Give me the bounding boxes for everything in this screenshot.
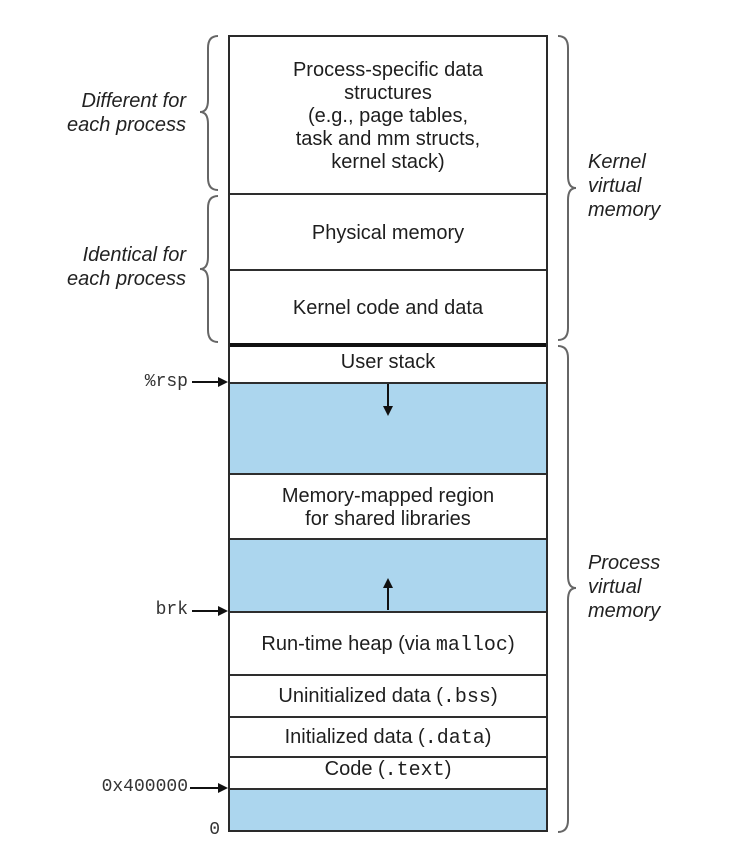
region-label-line: Process-specific data xyxy=(292,58,484,81)
region-label: Uninitialized data (.bss) xyxy=(278,685,498,709)
region-label: Initialized data (.data) xyxy=(284,726,492,750)
label-kernel-virtual-memory: Kernel virtual memory xyxy=(588,151,661,221)
pointer-label-0x400000: 0x400000 xyxy=(101,777,188,797)
region-text: Code (.text) xyxy=(230,756,546,790)
region-data: Initialized data (.data) xyxy=(230,716,546,758)
pointer-label-brk: brk xyxy=(155,600,188,620)
region-label: User stack xyxy=(340,351,436,373)
region-label-line: task and mm structs, xyxy=(295,127,481,150)
region-label-line: structures xyxy=(344,81,432,104)
region-bss: Uninitialized data (.bss) xyxy=(230,674,546,718)
region-process-specific: Process-specific data structures (e.g., … xyxy=(230,37,546,195)
label-different-for-each-process: Different for each process xyxy=(67,90,186,136)
region-label-line: Memory-mapped region xyxy=(281,484,495,507)
pointer-label-rsp: %rsp xyxy=(144,372,188,392)
region-physical-memory: Physical memory xyxy=(230,193,546,271)
region-label-line: (e.g., page tables, xyxy=(307,104,469,127)
region-label-line: for shared libraries xyxy=(305,507,471,530)
pointer-label-zero: 0 xyxy=(209,820,220,840)
region-mmap: Memory-mapped region for shared librarie… xyxy=(230,473,546,540)
region-label-line: kernel stack) xyxy=(331,150,445,173)
brace-different-icon xyxy=(199,35,219,191)
region-label: Code (.text) xyxy=(324,758,452,782)
region-kernel-code-data: Kernel code and data xyxy=(230,269,546,345)
region-label: Physical memory xyxy=(311,221,465,244)
label-identical-for-each-process: Identical for each process xyxy=(67,244,186,290)
region-low-unused xyxy=(230,788,546,830)
region-label: Run-time heap (via malloc) xyxy=(261,632,515,657)
label-process-virtual-memory: Process virtual memory xyxy=(588,552,661,622)
brace-process-vm-icon xyxy=(557,345,577,833)
brace-identical-icon xyxy=(199,195,219,343)
region-user-stack: User stack xyxy=(230,343,546,384)
region-label: Kernel code and data xyxy=(292,296,484,319)
brace-kernel-vm-icon xyxy=(557,35,577,341)
region-heap: Run-time heap (via malloc) xyxy=(230,611,546,676)
